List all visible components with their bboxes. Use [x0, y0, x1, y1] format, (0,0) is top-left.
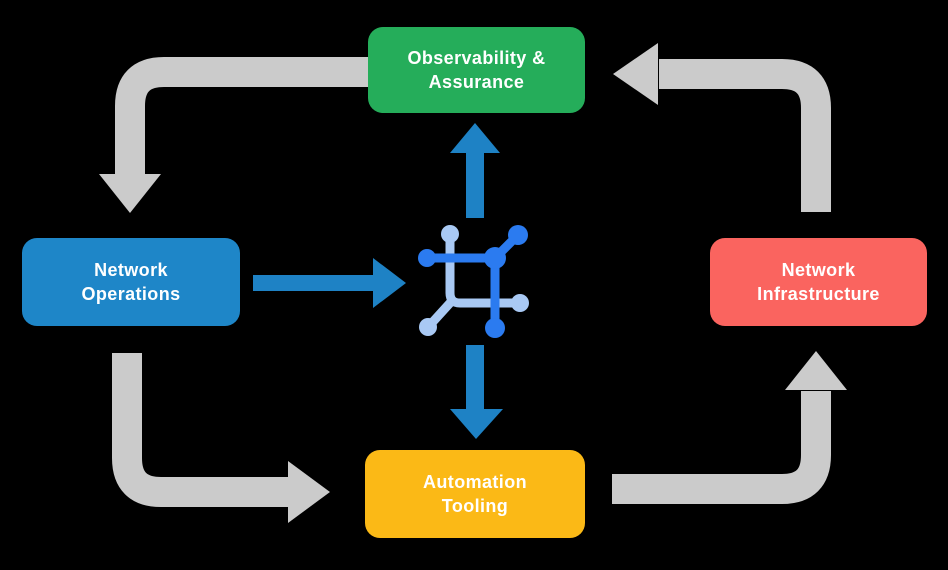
node-infrastructure-label: Network Infrastructure [757, 259, 880, 304]
node-network-operations: Network Operations [22, 238, 240, 326]
network-nodes-icon [418, 225, 529, 338]
node-observability-label: Observability & Assurance [407, 47, 546, 92]
arrow-operations-to-center [253, 258, 406, 308]
arrow-center-to-observability [450, 123, 500, 218]
arrow-tooling-to-infrastructure [612, 351, 847, 504]
arrow-observability-to-operations [99, 57, 368, 213]
node-operations-label: Network Operations [81, 259, 181, 304]
node-network-infrastructure: Network Infrastructure [710, 238, 927, 326]
arrow-operations-to-tooling [112, 353, 330, 523]
node-automation-tooling: Automation Tooling [365, 450, 585, 538]
arrow-center-to-tooling [450, 345, 503, 439]
node-observability-assurance: Observability & Assurance [368, 27, 585, 113]
arrow-infrastructure-to-observability [613, 43, 831, 212]
node-tooling-label: Automation Tooling [423, 471, 527, 516]
